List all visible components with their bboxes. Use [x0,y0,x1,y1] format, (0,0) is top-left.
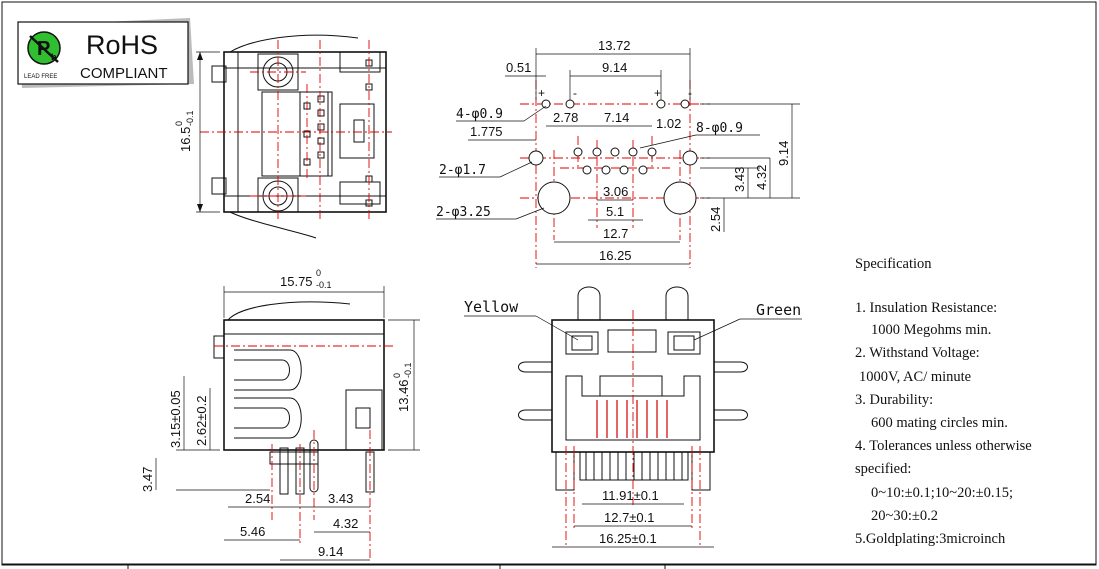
svg-text:2.54: 2.54 [245,491,270,506]
rohs-compliant: COMPLIANT [80,65,168,82]
svg-text:0: 0 [174,121,184,126]
lead-free-icon: P b [27,31,61,65]
svg-text:9.14: 9.14 [776,141,791,166]
svg-text:2.78: 2.78 [553,110,578,125]
svg-text:-0.1: -0.1 [316,280,332,290]
profile-width-dim: 15.75 [280,274,313,289]
pcb-footprint: + - + - 13.72 9.14 0.51 4-φ0.9 1. [436,38,800,268]
svg-text:7.14: 7.14 [604,110,629,125]
specification-title: Specification [855,256,932,272]
specification-block: Specification 1. Insulation Resistance: … [855,256,1032,547]
spec-line: 3. Durability: [855,392,933,408]
spec-line: 1000 Megohms min. [871,322,991,338]
svg-text:2-φ3.25: 2-φ3.25 [436,205,491,220]
svg-text:0: 0 [316,268,321,278]
svg-text:2.62±0.2: 2.62±0.2 [194,395,209,446]
spec-line: 1000V, AC/ minute [859,369,971,385]
svg-text:16.25: 16.25 [599,248,632,263]
svg-text:1.02: 1.02 [656,116,681,131]
svg-text:-0.1: -0.1 [403,362,413,378]
svg-text:3.06: 3.06 [603,184,628,199]
svg-text:P: P [37,38,50,60]
svg-text:2.54: 2.54 [708,207,723,232]
svg-text:3.47: 3.47 [140,467,155,492]
svg-text:+: + [538,86,545,100]
svg-text:0.51: 0.51 [506,60,531,75]
rohs-badge: P b LEAD FREE RoHS COMPLIANT [17,18,194,88]
spec-line: 600 mating circles min. [871,415,1008,431]
svg-text:+: + [654,86,661,100]
lead-free-label: LEAD FREE [24,74,57,80]
spec-line: 1. Insulation Resistance: [855,300,997,316]
svg-text:3.43: 3.43 [732,167,747,192]
svg-text:12.7: 12.7 [603,226,628,241]
spec-line: 0~10:±0.1;10~20:±0.15; [871,485,1013,501]
yellow-led-label: Yellow [464,298,519,316]
svg-text:-: - [573,86,577,100]
svg-text:5.1: 5.1 [606,204,624,219]
svg-text:4.32: 4.32 [754,165,769,190]
svg-text:0: 0 [392,373,402,378]
svg-text:9.14: 9.14 [318,544,343,559]
spec-line: 20~30:±0.2 [871,508,938,524]
side-view-pins [303,59,373,207]
svg-text:-0.1: -0.1 [185,110,195,126]
svg-text:4.32: 4.32 [333,516,358,531]
side-height-dim: 16.5 [178,127,193,152]
svg-text:3.15±0.05: 3.15±0.05 [168,390,183,448]
svg-text:4-φ0.9: 4-φ0.9 [456,107,503,122]
svg-text:8-φ0.9: 8-φ0.9 [696,121,743,136]
front-view: Yellow Green 11.91±0.1 12.7±0.1 16.25±0.… [464,286,802,548]
spec-line: 4. Tolerances unless otherwise [855,438,1032,454]
profile-view: 15.75 0 -0.1 13.46 0 -0.1 3.15±0.05 2.62… [140,268,420,561]
svg-text:b: b [51,52,57,62]
svg-text:9.14: 9.14 [602,60,627,75]
front-contacts [596,400,668,438]
profile-height-dim: 13.46 [396,379,411,412]
svg-text:12.7±0.1: 12.7±0.1 [604,510,655,525]
svg-text:11.91±0.1: 11.91±0.1 [602,488,659,503]
spec-line: 2. Withstand Voltage: [855,345,980,361]
spec-line: 5.Goldplating:3microinch [855,531,1006,547]
svg-text:1.775: 1.775 [470,124,503,139]
side-view: 16.5 0 -0.1 [174,34,392,239]
svg-text:5.46: 5.46 [240,524,265,539]
rohs-title: RoHS [86,30,158,60]
spec-line: specified: [855,461,911,477]
svg-text:16.25±0.1: 16.25±0.1 [599,531,657,546]
svg-text:2-φ1.7: 2-φ1.7 [439,163,486,178]
green-led-label: Green [756,301,801,319]
svg-text:3.43: 3.43 [328,491,353,506]
footprint-width-1372: 13.72 [598,38,631,53]
green-led [673,335,695,351]
yellow-led [571,335,593,351]
